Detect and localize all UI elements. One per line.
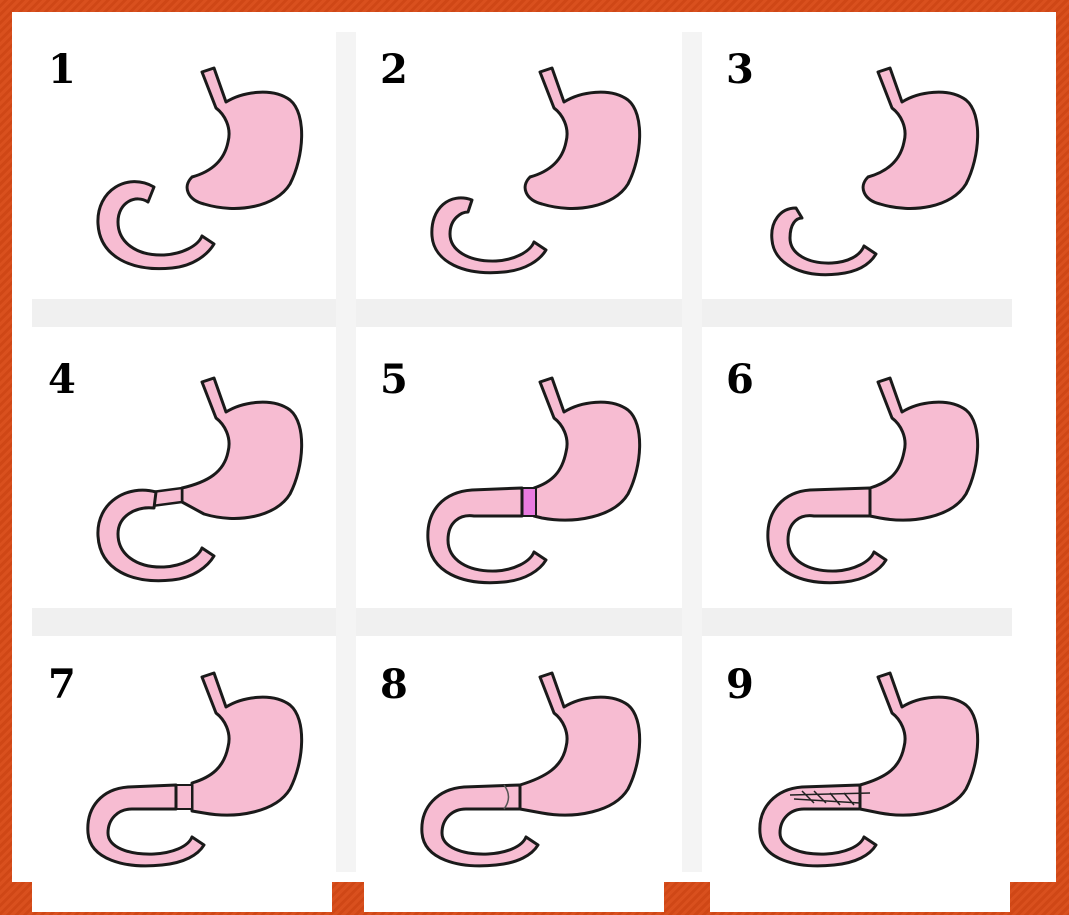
stomach-shape — [518, 671, 642, 817]
duodenum-shape — [770, 206, 878, 277]
panel-number: 6 — [726, 356, 754, 403]
panel-6: 6 — [710, 342, 1010, 607]
panel-3: 3 — [710, 32, 1010, 297]
col-separator-2 — [682, 32, 702, 872]
duodenum-shape — [96, 180, 216, 271]
panel-5: 5 — [364, 342, 664, 607]
stomach-shape — [532, 376, 642, 522]
panel-4: 4 — [32, 342, 332, 607]
panel-number: 1 — [48, 46, 76, 93]
duodenum-shape — [96, 488, 216, 583]
row-separator-2 — [32, 608, 1012, 636]
duodenum-shape — [86, 783, 206, 868]
panel-number: 5 — [380, 356, 408, 403]
panel-9: 9 — [710, 647, 1010, 912]
stomach-shape — [858, 671, 980, 817]
suture-lines — [789, 790, 871, 806]
stomach-shape — [190, 671, 304, 817]
stomach-duodenum-drawing — [430, 66, 642, 275]
duodenum-shape — [430, 196, 548, 275]
diagram-canvas: 1 2 3 4 5 — [12, 12, 1056, 912]
stomach-duodenum-drawing — [420, 671, 642, 868]
stomach-duodenum-drawing — [758, 671, 980, 868]
stomach-duodenum-drawing — [96, 376, 304, 583]
duodenum-shape — [426, 486, 548, 585]
panel-2: 2 — [364, 32, 664, 297]
stomach-shape — [523, 66, 642, 210]
stomach-duodenum-drawing — [770, 66, 980, 277]
row-separator-1 — [32, 299, 1012, 327]
panel-1: 1 — [32, 32, 332, 297]
stomach-shape — [861, 66, 980, 210]
stomach-shape — [185, 66, 304, 210]
duodenum-shape — [420, 783, 540, 868]
stomach-duodenum-drawing — [96, 66, 304, 271]
connection-ring — [175, 784, 193, 810]
panel-number: 8 — [380, 661, 408, 708]
panel-number: 3 — [726, 46, 754, 93]
junction-line — [503, 784, 510, 810]
stomach-duodenum-drawing — [766, 376, 980, 585]
panel-8: 8 — [364, 647, 664, 912]
panel-number: 9 — [726, 661, 754, 708]
stomach-shape — [868, 376, 980, 522]
panel-number: 4 — [48, 356, 76, 403]
col-separator-1 — [336, 32, 356, 872]
stomach-duodenum-drawing — [86, 671, 304, 868]
panel-number: 7 — [48, 661, 76, 708]
duodenum-shape — [766, 486, 888, 585]
stomach-shape — [180, 376, 304, 520]
connection-ring — [521, 487, 537, 517]
stomach-duodenum-drawing — [426, 376, 642, 585]
panel-number: 2 — [380, 46, 408, 93]
panel-7: 7 — [32, 647, 332, 912]
duodenum-shape — [758, 783, 878, 868]
